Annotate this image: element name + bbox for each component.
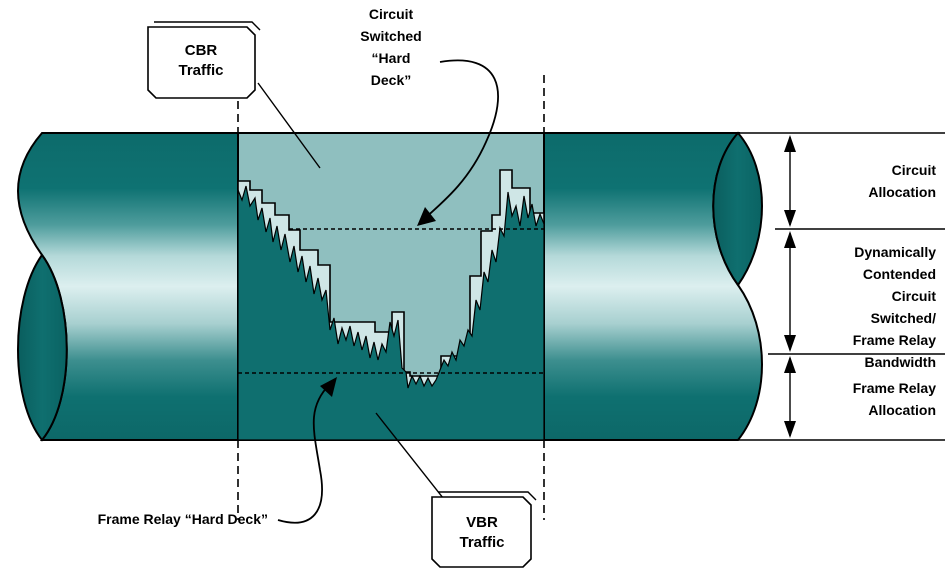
svg-text:Switched/: Switched/ (871, 310, 936, 326)
circuit-allocation-label: Circuit Allocation (868, 162, 936, 200)
left-pipe-cap (17, 253, 68, 442)
svg-text:Bandwidth: Bandwidth (864, 354, 936, 370)
dimension-markers (738, 132, 945, 441)
svg-text:Deck”: Deck” (371, 72, 411, 88)
frame-relay-hard-deck-arrow (277, 383, 331, 524)
cbr-label-line1: CBR (185, 42, 218, 59)
circuit-hard-deck-arrow (423, 59, 499, 220)
right-pipe-section (543, 131, 763, 441)
vbr-label-line1: VBR (466, 514, 498, 531)
right-pipe-cap (712, 131, 763, 287)
vbr-traffic-callout: VBR Traffic (431, 491, 537, 568)
cbr-traffic-callout: CBR Traffic (147, 21, 261, 99)
svg-text:Frame Relay: Frame Relay (853, 380, 936, 396)
frame-relay-hard-deck-label: Frame Relay “Hard Deck” (98, 511, 268, 527)
bandwidth-window (237, 132, 545, 441)
svg-text:Frame Relay: Frame Relay (853, 332, 936, 348)
circuit-hard-deck-label: Circuit Switched “Hard Deck” (360, 6, 421, 88)
svg-text:Circuit: Circuit (892, 162, 937, 178)
cbr-label-line2: Traffic (178, 62, 223, 79)
svg-text:Allocation: Allocation (868, 184, 936, 200)
svg-text:Circuit: Circuit (892, 288, 937, 304)
svg-text:“Hard: “Hard (372, 50, 411, 66)
svg-text:Switched: Switched (360, 28, 421, 44)
svg-text:Dynamically: Dynamically (854, 244, 936, 260)
cbr-pointer-line (257, 82, 321, 169)
dynamic-bandwidth-label: Dynamically Contended Circuit Switched/ … (853, 244, 937, 370)
vbr-label-line2: Traffic (459, 534, 504, 551)
svg-text:Contended: Contended (863, 266, 936, 282)
vbr-traffic-area (237, 185, 545, 441)
svg-text:Allocation: Allocation (868, 402, 936, 418)
svg-text:Circuit: Circuit (369, 6, 414, 22)
frame-relay-allocation-label: Frame Relay Allocation (853, 380, 936, 418)
left-pipe-section (17, 132, 239, 442)
